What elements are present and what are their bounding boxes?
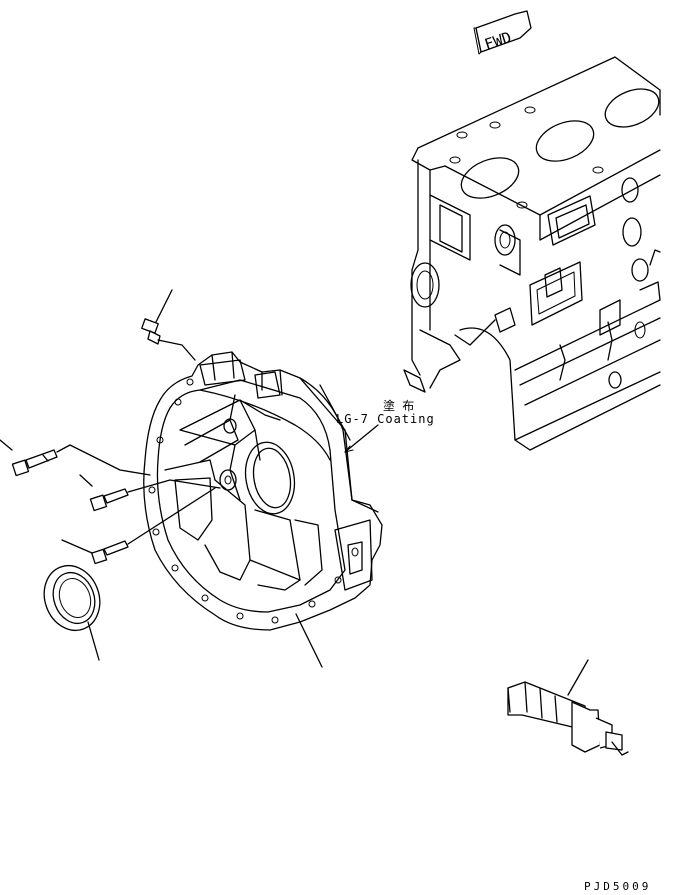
bolt-short [61, 487, 216, 565]
bolt-long [0, 439, 151, 477]
drawing-code: PJD5009 [584, 880, 651, 893]
housing-leader-line [295, 613, 323, 668]
coating-note-kanji: 塗 布 [383, 398, 414, 413]
coating-note-text: LG-7 Coating [336, 412, 435, 426]
flywheel-housing [143, 351, 383, 631]
engine-cylinder-block [403, 56, 661, 451]
oil-seal [43, 564, 101, 661]
seal-installer-tool [507, 659, 629, 756]
bolt-medium [79, 474, 221, 512]
forward-direction-arrow: FWD [473, 10, 532, 55]
coating-leader-line [344, 424, 379, 453]
plug [141, 289, 196, 361]
